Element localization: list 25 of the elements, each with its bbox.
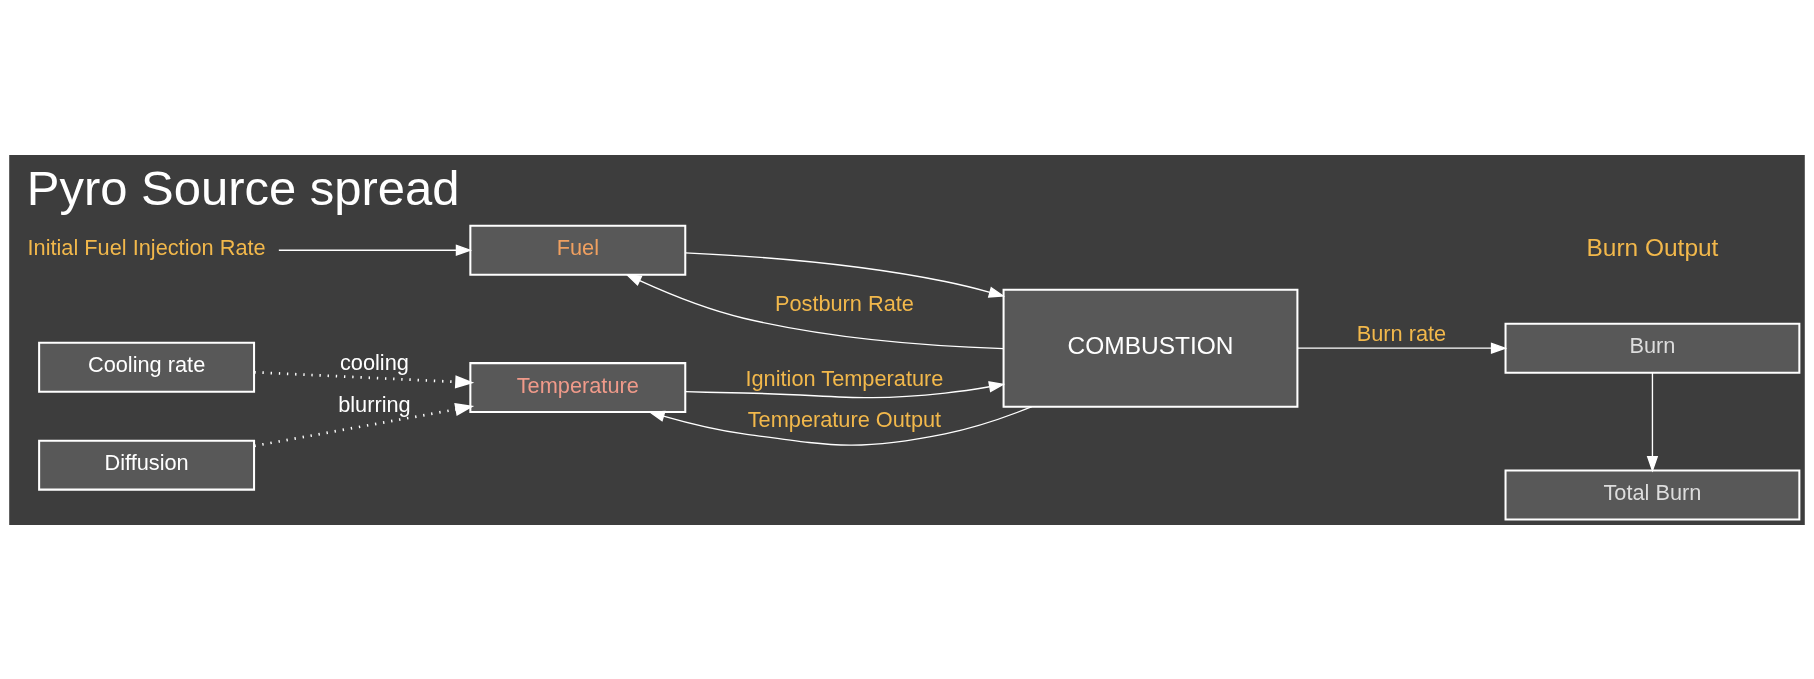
node-box: Diffusion	[38, 439, 256, 491]
diagram-title: Pyro Source spread	[26, 160, 460, 215]
node-box: Total Burn	[1504, 469, 1801, 521]
edge-label: Ignition Temperature	[745, 365, 944, 391]
edge-label: Postburn Rate	[774, 290, 914, 316]
node-box: COMBUSTION	[1002, 288, 1299, 408]
edge-label: blurring	[338, 391, 411, 417]
edge-label: cooling	[339, 349, 409, 375]
arrow	[254, 402, 475, 447]
label: Burn Output	[1586, 233, 1719, 261]
edge-label: Temperature Output	[747, 406, 942, 432]
arrow	[278, 244, 473, 256]
node-box: Temperature	[469, 361, 687, 413]
arrow	[684, 251, 1006, 298]
edge-label: Burn rate	[1356, 320, 1447, 346]
arrow	[684, 380, 1006, 398]
arrow	[1296, 341, 1508, 354]
node-text: Initial Fuel Injection Rate	[27, 234, 266, 260]
arrow	[1646, 371, 1659, 472]
arrow	[648, 405, 1033, 446]
node-box: Cooling rate	[38, 341, 256, 393]
arrow	[625, 273, 1005, 349]
arrow	[254, 370, 475, 388]
node-box: Burn	[1504, 322, 1801, 374]
node-box: Fuel	[469, 224, 687, 276]
